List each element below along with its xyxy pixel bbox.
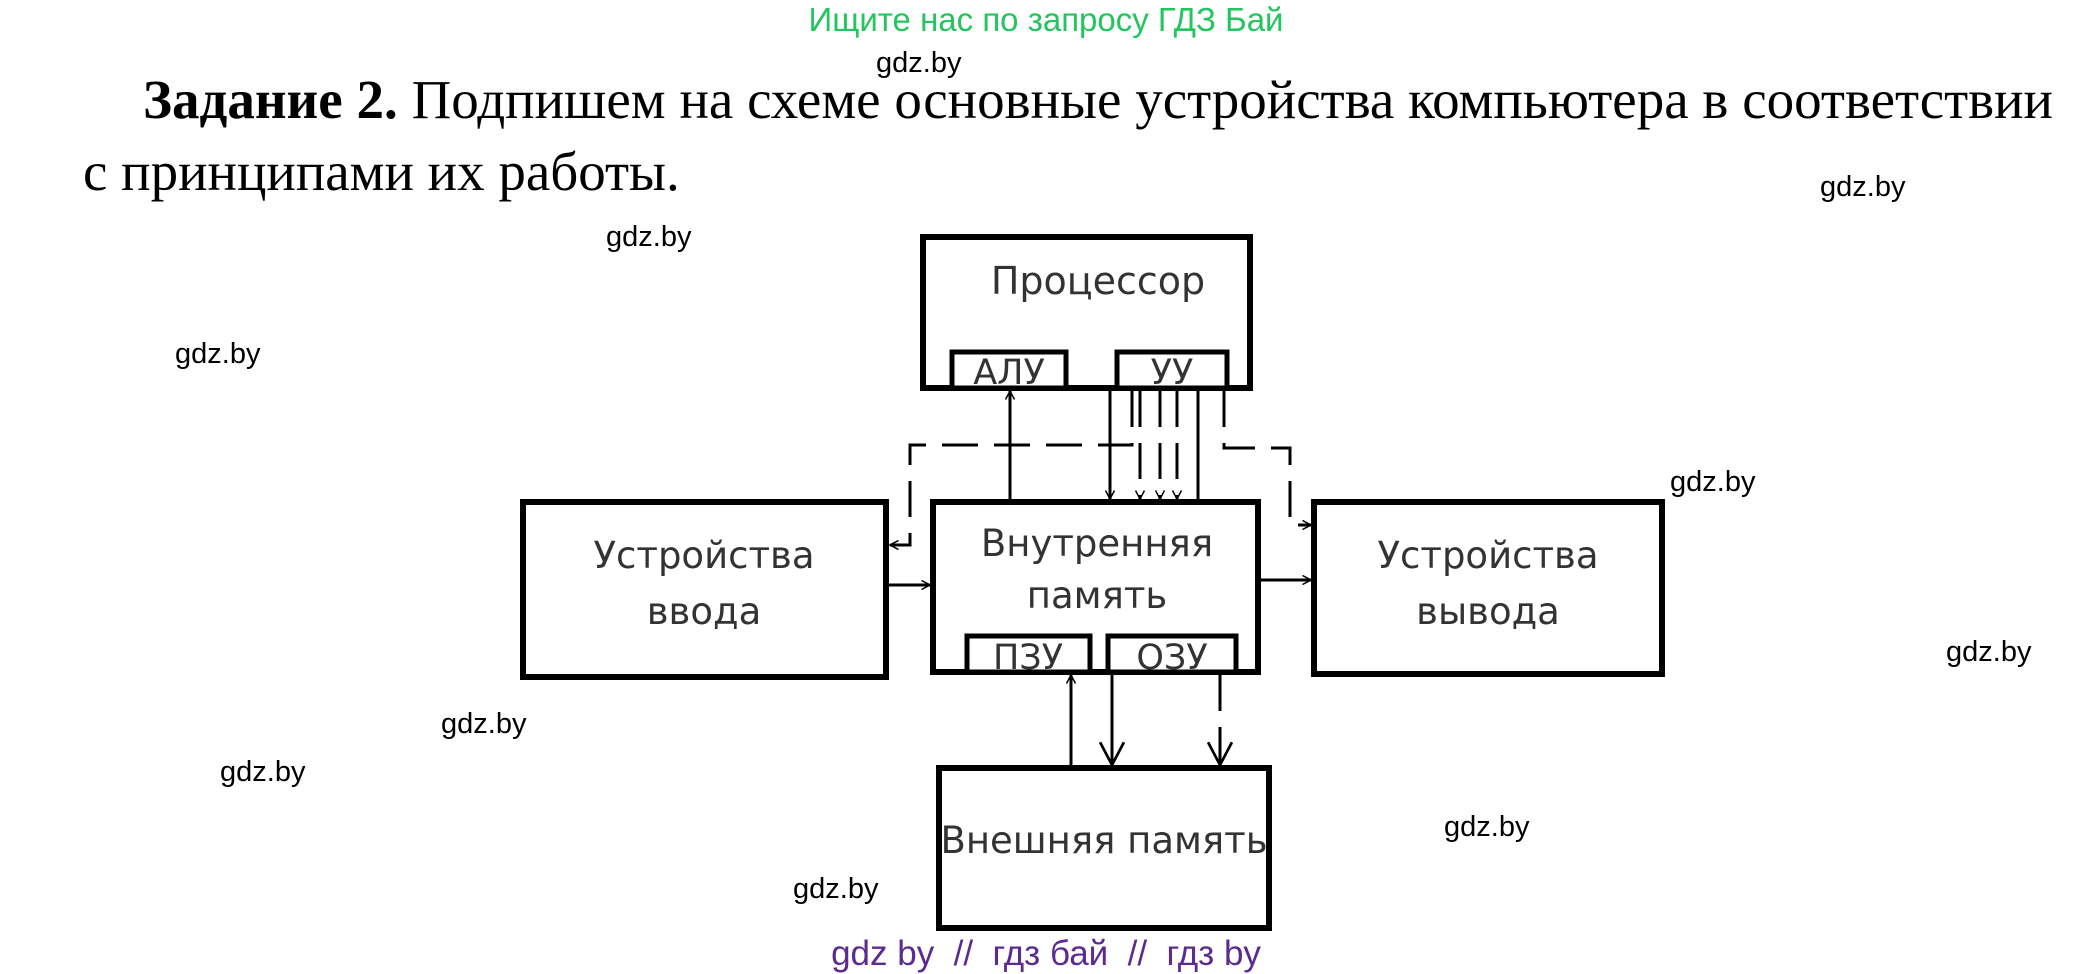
output-devices-label-line1: Устройства <box>1378 534 1599 577</box>
output-devices-box: Устройства вывода <box>1311 499 1665 677</box>
cu-label: УУ <box>1151 353 1194 393</box>
watermark: gdz.by <box>220 756 306 788</box>
ram-label: ОЗУ <box>1136 638 1207 678</box>
watermark: gdz.by <box>876 47 962 79</box>
external-memory-box: Внешняя память <box>936 765 1272 931</box>
watermark: gdz.by <box>1670 466 1756 498</box>
internal-memory-label-line1: Внутренняя <box>981 522 1213 565</box>
alu-label: АЛУ <box>973 353 1045 393</box>
task-text: Подпишем на схеме основные устройства ко… <box>83 69 2053 202</box>
external-memory-label: Внешняя память <box>940 819 1267 862</box>
output-devices-label-line2: вывода <box>1416 590 1560 633</box>
watermark: gdz.by <box>606 221 692 253</box>
input-devices-box: Устройства ввода <box>520 499 889 680</box>
watermark: gdz.by <box>1820 171 1906 203</box>
watermark: gdz.by <box>175 338 261 370</box>
internal-memory-label-line2: память <box>1027 574 1167 617</box>
top-banner: Ищите нас по запросу ГДЗ Бай <box>808 1 1284 38</box>
task-statement: Задание 2. Подпишем на схеме основные ус… <box>83 64 2053 208</box>
input-devices-label-line2: ввода <box>647 590 762 633</box>
control-line-cu-to-input <box>890 391 1134 545</box>
ram-box: ОЗУ <box>1105 633 1239 678</box>
cu-box: УУ <box>1114 349 1230 393</box>
alu-box: АЛУ <box>949 349 1069 393</box>
watermark: gdz.by <box>1444 811 1530 843</box>
processor-label: Процессор <box>991 259 1205 303</box>
task-number: Задание 2. <box>143 69 398 130</box>
input-devices-label-line1: Устройства <box>594 534 815 577</box>
watermark: gdz.by <box>441 708 527 740</box>
watermark: gdz.by <box>793 873 879 905</box>
control-line-cu-to-output <box>1222 391 1311 525</box>
watermark: gdz.by <box>1946 636 2032 668</box>
footer-watermark: gdz by // гдз бай // гдз by <box>831 934 1261 973</box>
rom-label: ПЗУ <box>993 638 1063 678</box>
rom-box: ПЗУ <box>964 633 1093 678</box>
